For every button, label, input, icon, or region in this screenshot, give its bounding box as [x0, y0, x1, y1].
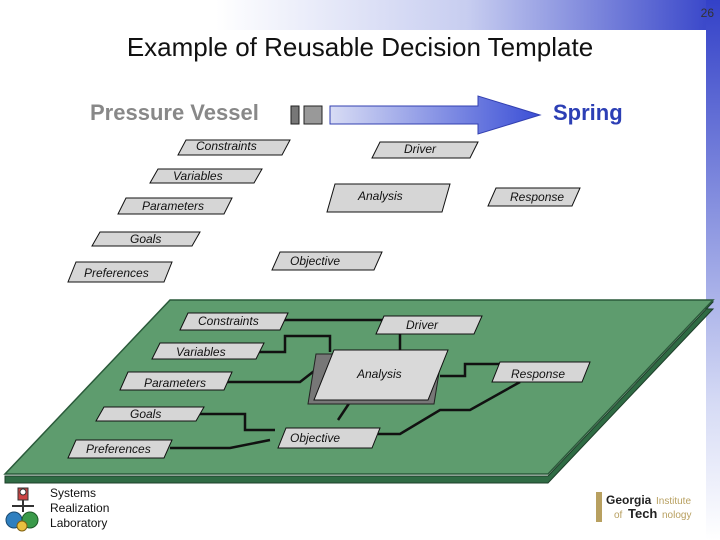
lower-driver-label: Driver — [406, 318, 439, 332]
upper-preferences-box — [67, 261, 173, 283]
lower-preferences-box — [67, 439, 173, 459]
lower-constraints-box — [179, 312, 289, 331]
stripe-2 — [303, 105, 323, 125]
svg-text:nology: nology — [662, 510, 691, 521]
upper-variables-label: Variables — [173, 169, 223, 183]
slide-title: Example of Reusable Decision Template — [126, 32, 594, 62]
upper-variables-box — [149, 168, 263, 184]
upper-response-label: Response — [510, 190, 564, 204]
svg-text:of: of — [614, 510, 623, 521]
lower-response-label: Response — [511, 367, 565, 381]
wire-preferences-objective — [170, 438, 271, 450]
upper-objective-box — [271, 251, 383, 271]
upper-response-box — [487, 187, 581, 207]
lower-objective-label: Objective — [290, 431, 340, 445]
upper-template: Constraints Driver Variables Analysis Re… — [67, 139, 581, 283]
lower-parameters-label: Parameters — [144, 376, 206, 390]
pressure-vessel-label: Pressure Vessel — [90, 100, 259, 125]
lower-goals-label: Goals — [130, 407, 161, 421]
wire-analysis-response — [440, 362, 500, 378]
upper-goals-label: Goals — [130, 232, 161, 246]
lower-goals-box — [95, 406, 205, 422]
srl-line-1: Systems — [50, 486, 97, 500]
lower-objective-box — [277, 427, 381, 449]
upper-preferences-label: Preferences — [84, 266, 149, 280]
upper-objective-label: Objective — [290, 254, 340, 268]
upper-driver-box — [371, 141, 479, 159]
lower-parameters-box — [119, 371, 233, 391]
wire-response-objective — [378, 380, 521, 436]
lower-template: Constraints Driver Variables Analysis Re… — [3, 299, 715, 484]
upper-driver-label: Driver — [404, 142, 437, 156]
lower-driver-box — [375, 315, 483, 335]
wire-variables-analysis — [256, 334, 332, 354]
upper-constraints-label: Constraints — [196, 139, 257, 153]
upper-analysis-label: Analysis — [357, 189, 403, 203]
spring-label: Spring — [553, 100, 623, 125]
right-gradient-band — [706, 0, 720, 540]
top-gradient-band — [0, 0, 720, 30]
srl-line-3: Laboratory — [50, 516, 108, 530]
transition-arrow — [329, 95, 542, 135]
lower-constraints-label: Constraints — [198, 314, 259, 328]
upper-analysis-box — [326, 183, 451, 213]
srl-text: Systems Realization Laboratory — [50, 486, 109, 531]
srl-line-2: Realization — [50, 501, 110, 515]
svg-text:Georgia: Georgia — [606, 493, 652, 507]
stripe-1 — [290, 105, 300, 125]
upper-parameters-label: Parameters — [142, 199, 204, 213]
lower-analysis-box — [313, 349, 449, 401]
georgia-tech-logo: Georgia Institute of Tech nology — [596, 492, 691, 522]
upper-parameters-box — [117, 197, 233, 215]
svg-text:Institute: Institute — [656, 496, 691, 507]
wire-goals-objective — [195, 412, 275, 432]
upper-goals-box — [91, 231, 201, 247]
svg-text:Tech: Tech — [628, 506, 657, 521]
upper-constraints-box — [177, 139, 291, 156]
lower-variables-box — [151, 342, 265, 360]
lower-response-box — [491, 361, 591, 383]
board-edge — [4, 301, 715, 484]
lower-analysis-label: Analysis — [356, 367, 402, 381]
lower-preferences-label: Preferences — [86, 442, 151, 456]
srl-logo — [5, 487, 39, 532]
page-number: 26 — [700, 6, 714, 20]
lower-variables-label: Variables — [176, 345, 226, 359]
wire-analysis-objective — [336, 401, 352, 421]
wire-parameters-analysis — [222, 367, 319, 384]
